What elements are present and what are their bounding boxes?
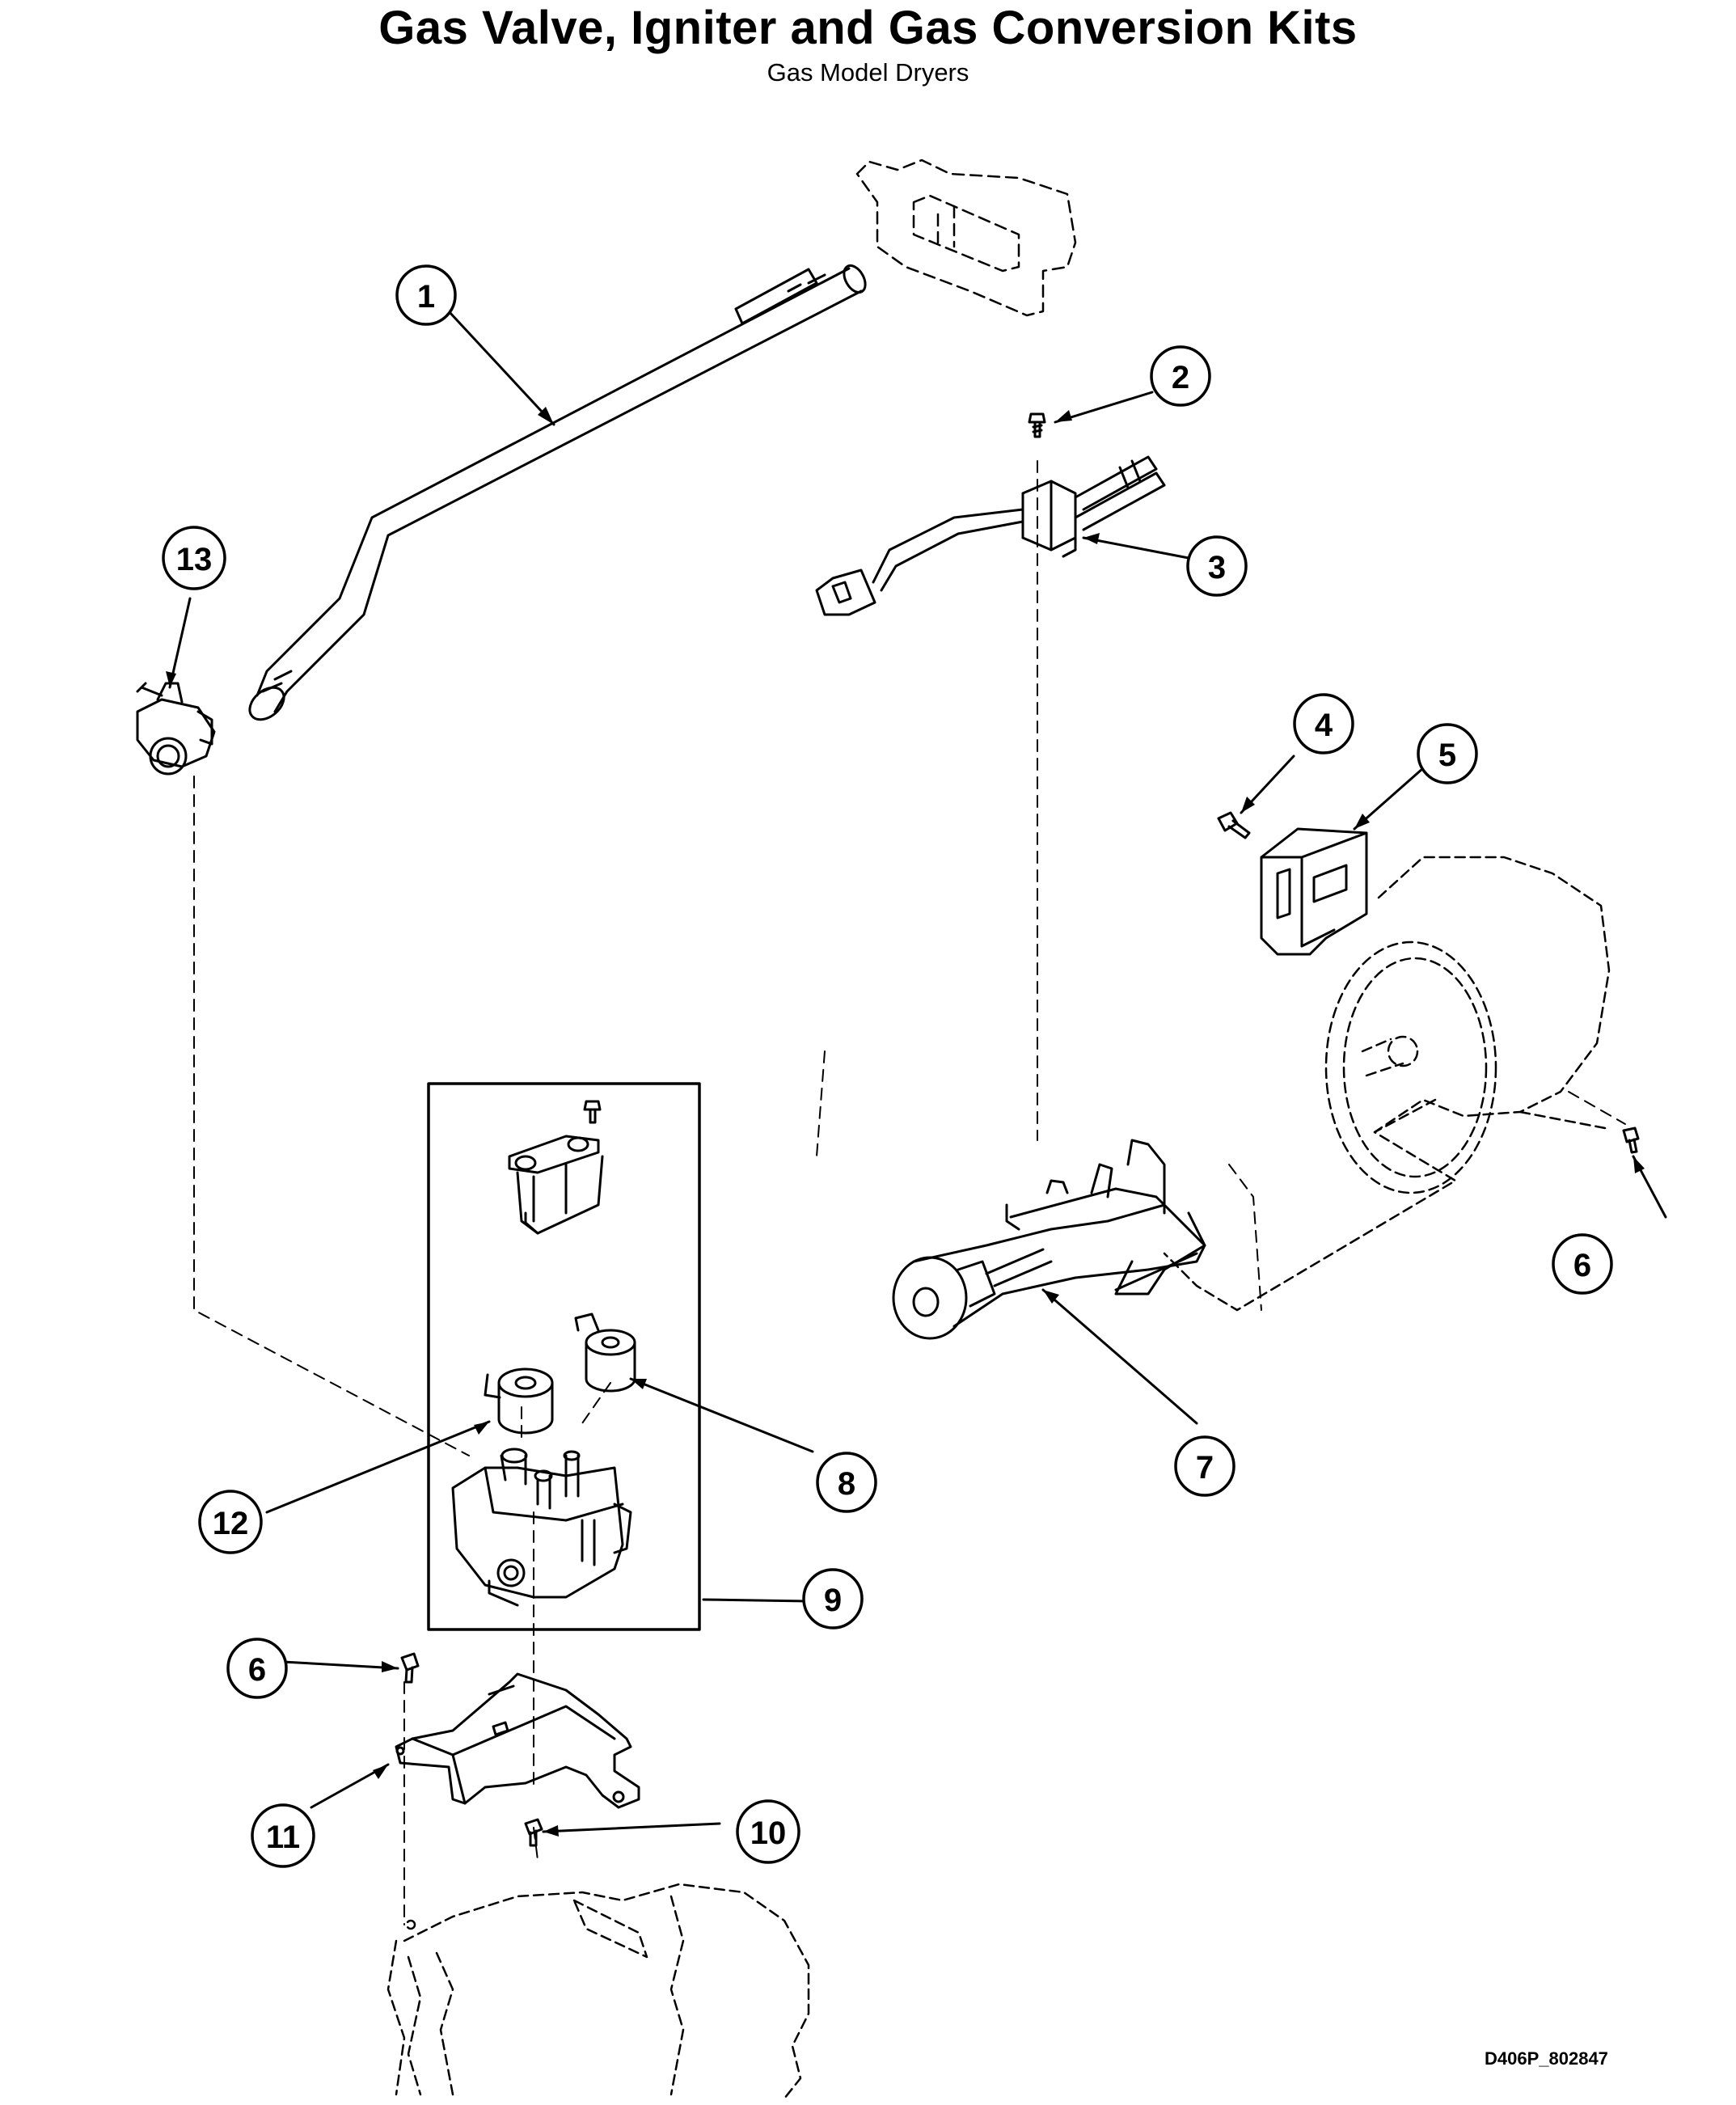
screw-6-right	[1622, 1126, 1640, 1154]
callout-4: 4	[1293, 693, 1354, 755]
callout-6-left: 6	[226, 1638, 288, 1699]
screw-10	[524, 1818, 543, 1847]
valve-kit-box	[427, 1082, 701, 1631]
arrowheads	[166, 407, 1645, 1837]
callout-12: 12	[198, 1490, 263, 1554]
callout-label-3: 3	[1208, 550, 1226, 585]
screw-4	[1217, 811, 1251, 839]
callout-3: 3	[1186, 535, 1248, 597]
callout-label-9: 9	[824, 1583, 842, 1618]
callout-bubbles: 1 2 3 4 5 6 7 8 9 10 11 12 13 6	[162, 264, 1613, 1868]
callout-label-13: 13	[176, 542, 213, 577]
callout-5: 5	[1417, 723, 1478, 784]
drawing-code: D406P_802847	[1485, 2048, 1608, 2069]
callout-label-6-left: 6	[248, 1652, 266, 1688]
screw-2	[1028, 412, 1046, 438]
callout-8: 8	[816, 1452, 877, 1513]
base-pan-outline	[386, 1883, 810, 2100]
callout-2: 2	[1150, 345, 1211, 407]
gas-valve-body	[451, 1448, 632, 1607]
callout-label-4: 4	[1315, 708, 1333, 743]
igniter-bracket	[1260, 827, 1368, 956]
diagram-title: Gas Valve, Igniter and Gas Conversion Ki…	[378, 2, 1358, 54]
diagram-subtitle: Gas Model Dryers	[767, 58, 969, 87]
callout-13: 13	[162, 526, 226, 590]
burner-housing-outline	[1163, 856, 1611, 1312]
callout-label-10: 10	[750, 1815, 787, 1851]
coil-bracket	[508, 1100, 604, 1235]
solenoid-coil-12	[484, 1367, 554, 1435]
assembly-lines	[193, 460, 1626, 1925]
leader-lines	[168, 310, 1667, 1833]
callout-7: 7	[1174, 1435, 1235, 1497]
valve-mounting-plate	[395, 1672, 640, 1809]
callout-label-2: 2	[1172, 360, 1189, 395]
screw-6-left	[400, 1652, 420, 1684]
callout-1: 1	[395, 264, 457, 326]
shutoff-valve	[136, 682, 216, 776]
callout-9: 9	[802, 1568, 864, 1629]
solenoid-coil-8	[574, 1312, 636, 1393]
callout-label-1: 1	[417, 279, 435, 315]
dryer-cabinet-outline-top	[855, 159, 1077, 317]
callout-label-5: 5	[1438, 738, 1456, 773]
callout-6-right: 6	[1552, 1233, 1613, 1295]
callout-11: 11	[251, 1803, 315, 1868]
callout-label-8: 8	[838, 1466, 855, 1502]
gas-pipe	[248, 264, 867, 721]
igniter	[815, 455, 1166, 616]
burner-assembly	[892, 1139, 1206, 1340]
callout-label-11: 11	[266, 1820, 300, 1855]
callout-10: 10	[736, 1799, 800, 1864]
callout-label-6-right: 6	[1573, 1248, 1591, 1283]
callout-label-7: 7	[1196, 1450, 1214, 1486]
callout-label-12: 12	[213, 1506, 249, 1541]
